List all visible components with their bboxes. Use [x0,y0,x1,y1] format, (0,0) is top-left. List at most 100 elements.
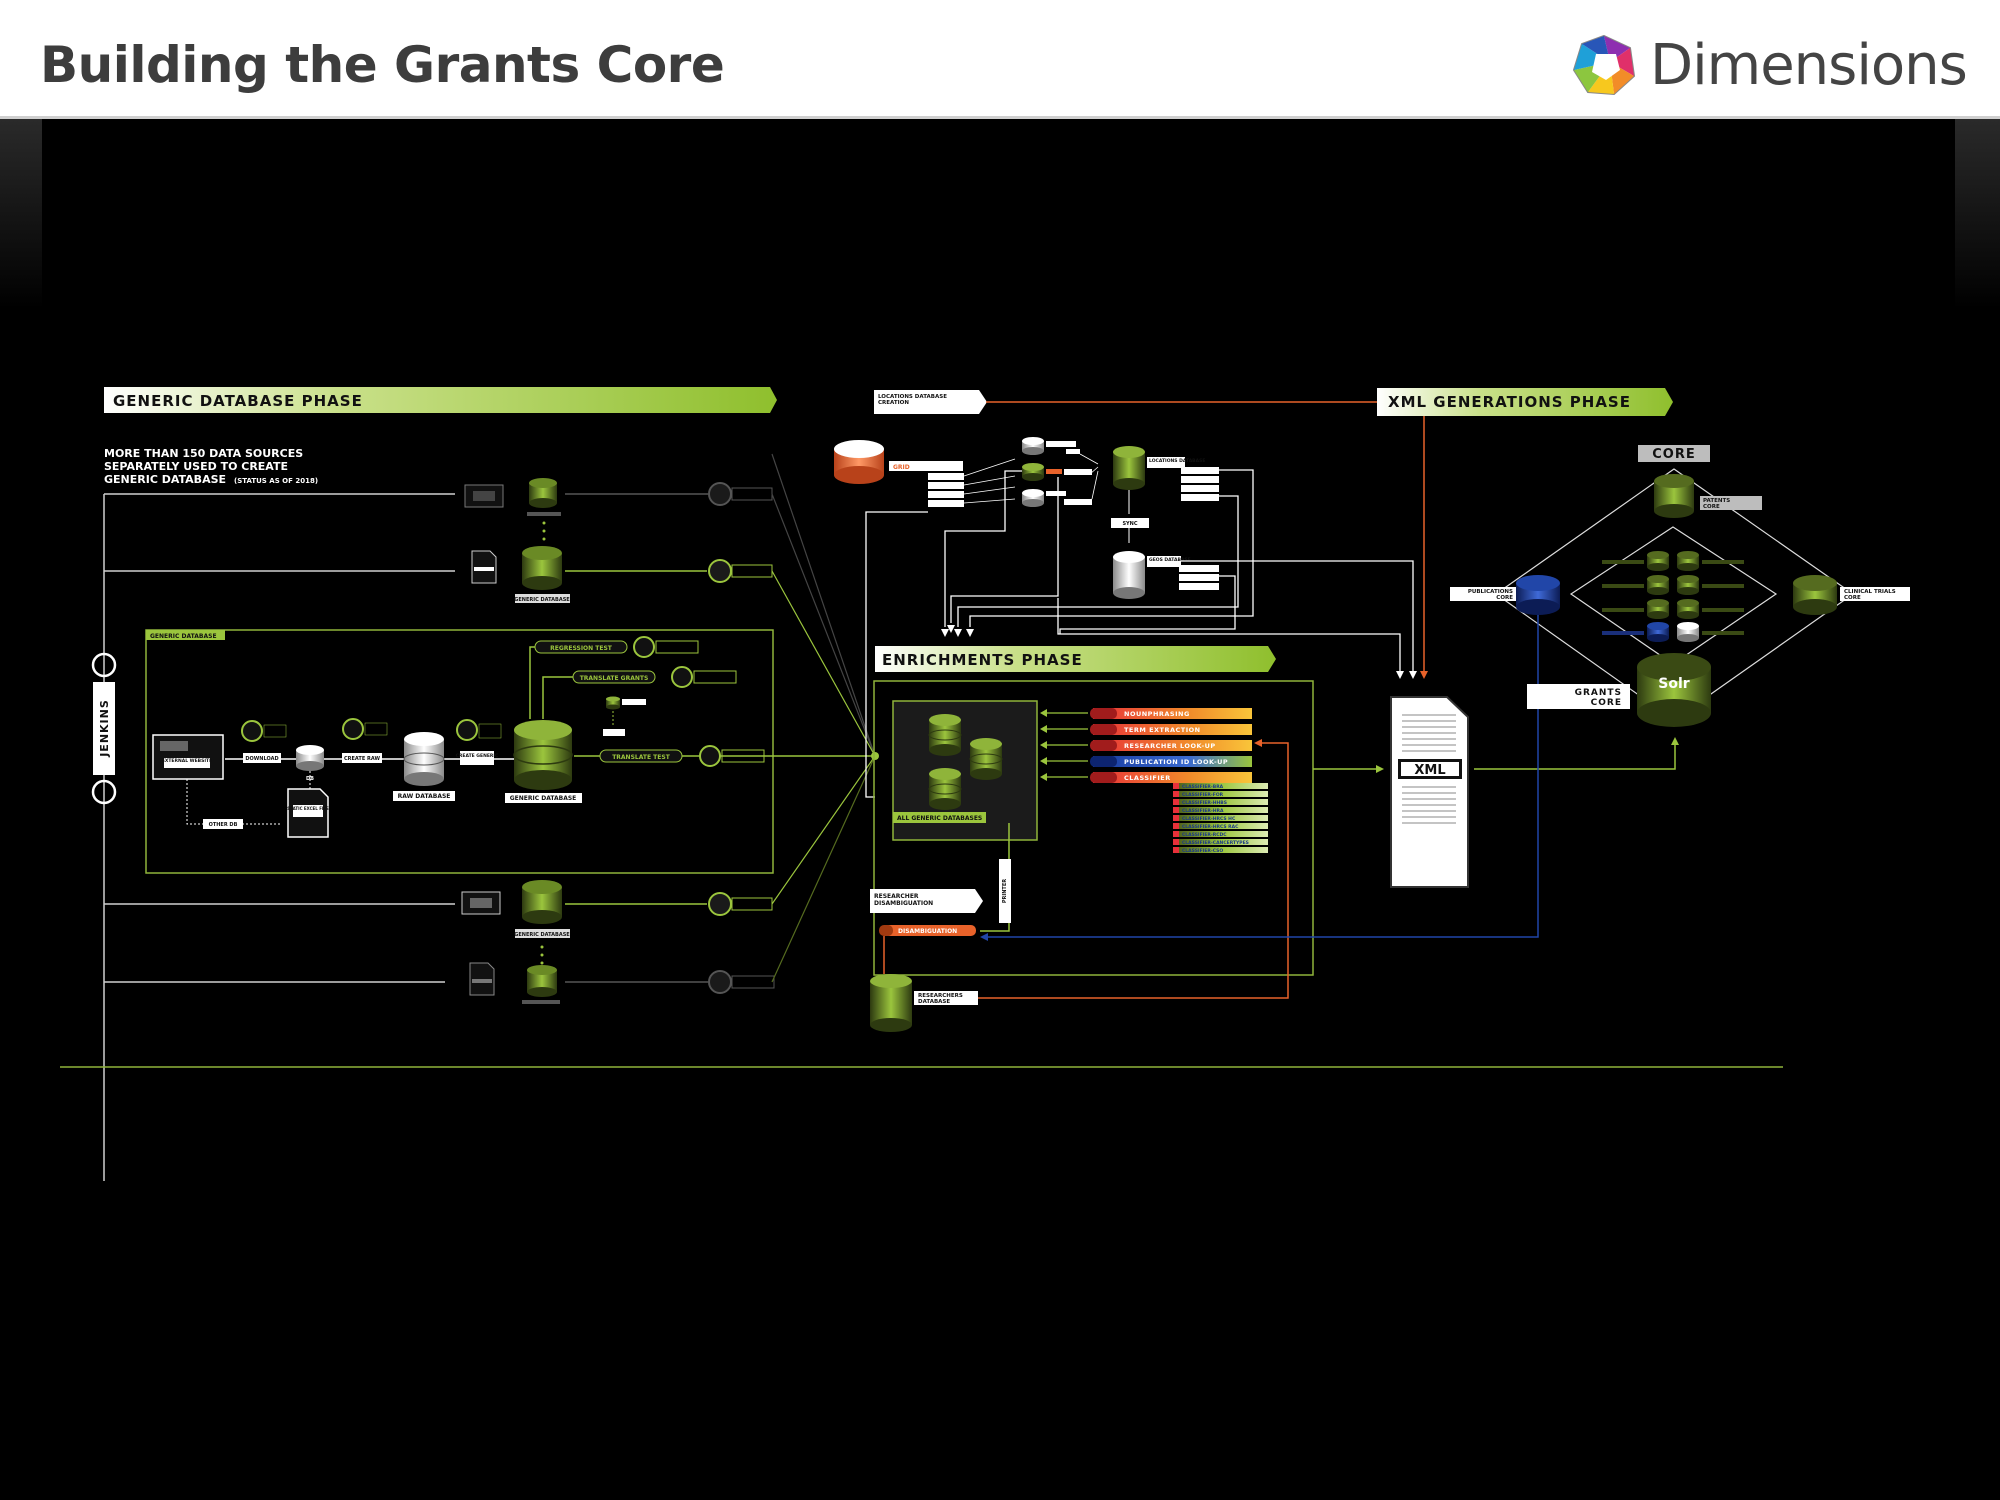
all-generic-label: ALL GENERIC DATABASES [897,815,982,822]
xml-phase: XML GENERATIONS PHASE XML CORE PATENTS C… [980,388,1910,941]
xml-doc-lines [1402,714,1456,824]
external-website-bar [160,741,188,751]
locations-db-fields [1181,467,1219,501]
classifier-7: CLASSIFIER-CANCERTYPES [1182,840,1249,846]
enrichment-item-4-label: CLASSIFIER [1124,774,1171,782]
clinical-trials-line2: CORE [1844,595,1861,601]
jenkins-label: JENKINS [98,699,111,758]
geo-mini-tags [1046,441,1092,505]
sources-status: (STATUS AS OF 2018) [234,477,318,485]
external-website-label: EXTERNAL WEBSITE [162,758,212,764]
geos-db-cylinder [1113,551,1145,599]
geos-db-fields [1179,565,1219,590]
researchers-to-lookup-link [978,742,1289,999]
classifier-list: CLASSIFIER-BRA CLASSIFIER-FOR CLASSIFIER… [1173,783,1268,854]
generic-database-big-label: GENERIC DATABASE [510,795,577,802]
other-db-box [203,819,243,829]
researchers-db-cylinder [870,974,912,1032]
source-4-label-bar [522,1000,560,1004]
translate-grants-script-tag [693,670,737,684]
source-4-script-icon [708,970,732,994]
sources-text-2: SEPARATELY USED TO CREATE [104,460,288,473]
disambiguation-pill [884,925,976,936]
enrichment-arrowheads [1040,709,1047,781]
regression-test-label: REGRESSION TEST [550,645,613,652]
translate-test-script-tag [721,749,765,763]
create-raw-box [342,753,382,763]
sources-text-1: MORE THAN 150 DATA SOURCES [104,447,303,460]
researcher-disambiguation-line2: DISAMBIGUATION [874,900,933,907]
create-generic-script-icon [456,719,478,741]
patents-core-line1: PATENTS [1703,498,1730,504]
dimensions-logo-icon [1572,34,1636,96]
classifier-0: CLASSIFIER-BRA [1182,784,1224,790]
regression-script-icon [633,636,655,658]
core-inner-diamond [1569,526,1778,665]
sync-label: SYNC [1122,521,1137,527]
classifier-3: CLASSIFIER-HRA [1182,808,1224,814]
publications-arrowhead [980,933,988,941]
external-website-label-box [164,758,210,768]
source-1-screen-inner [473,491,495,501]
patents-core-label-box [1700,496,1762,510]
enrich-to-xml-arrowhead [1376,765,1384,773]
clinical-trials-core-cylinder [1793,575,1837,615]
locations-db-label: LOCATIONS DATABASE [1149,458,1205,464]
source-2-script-tag [731,564,773,578]
clinical-trials-label-box [1840,587,1910,601]
source-lines [103,493,455,1181]
regression-test-pill [534,640,628,654]
classifier-1: CLASSIFIER-FOR [1182,792,1224,798]
enrichments-title: ENRICHMENTS PHASE [882,651,1083,669]
translate-grants-pill [572,670,656,684]
publications-core-line1: PUBLICATIONS [1468,589,1513,595]
publications-core-cylinder [1516,575,1560,615]
translate-grants-script-icon [671,666,693,688]
grid-cylinder [834,440,884,484]
xml-document-icon [1390,696,1469,888]
source-2-cylinder [522,546,562,590]
source-2-doc-line [474,567,494,571]
grants-core-line1: GRANTS [1575,688,1622,698]
enrichment-item-3: PUBLICATION ID LOOK-UP [1090,756,1252,767]
source-2-label: GENERIC DATABASE [514,597,570,603]
jenkins-cycle-icon-top [91,652,117,678]
translate-mini-tag [622,699,646,705]
publications-to-disambig-link [984,615,1539,938]
create-raw-script-icon [342,718,364,740]
enrichments-box [873,680,1314,976]
source-2-script-icon [708,559,732,583]
xml-phase-banner [1377,388,1673,416]
grants-core-line2: CORE [1591,698,1622,708]
regression-script-tag [655,640,699,654]
researcher-disambiguation-banner [870,889,983,913]
locations-db-cylinder [1113,446,1145,490]
grants-core-diagram: GENERIC DATABASE PHASE MORE THAN 150 DAT… [0,119,2000,1181]
create-raw-label: CREATE RAW [344,756,380,762]
brand-logo: Dimensions [1570,30,1968,100]
source-1-cylinder [529,478,557,508]
locations-banner-line2: CREATION [878,400,909,406]
classifier-6: CLASSIFIER-RCDC [1182,832,1227,838]
geos-db-label: GEOS DATABASE [1149,557,1191,563]
translate-grants-label: TRANSLATE GRANTS [580,675,649,682]
locations-banner [874,390,987,414]
page-title: Building the Grants Core [40,36,725,94]
source-2-label-box [515,594,570,603]
download-box [243,753,281,763]
left-edge-shade [0,119,42,309]
static-excel-label-box [293,805,323,817]
other-db-label: OTHER DB [209,822,238,828]
download-label: DOWNLOAD [245,756,278,762]
grid-fields [928,473,964,507]
orange-arrowhead [1420,671,1428,679]
source-1-script-icon [708,482,732,506]
core-label-box [1638,445,1710,462]
enrichments-phase: ENRICHMENTS PHASE ALL GENERIC DATABASES [870,646,1314,1032]
source-4-script-tag [731,975,775,989]
xml-label: XML [1414,763,1445,778]
download-script-icon [241,720,263,742]
source-1-script-tag [731,487,773,501]
download-script-tag [263,724,287,738]
generic-database-big-label-box [505,793,582,803]
